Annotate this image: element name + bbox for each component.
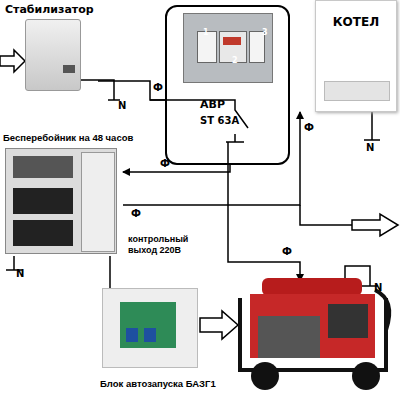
relay: [144, 328, 156, 342]
wire-label: 3: [262, 28, 268, 37]
wire-label: N: [374, 282, 382, 293]
wire-label: N: [16, 268, 24, 279]
device-node: Блок автозапуска БАЗГ1: [98, 288, 206, 396]
ups-battery: [13, 220, 73, 246]
output-arrow: [352, 214, 398, 236]
ups-door: [81, 152, 115, 252]
device-label: КОТЕЛ: [316, 15, 396, 29]
edge-label: Ф: [153, 82, 163, 93]
device-label: ST 63A: [200, 115, 239, 126]
edge-label: Ф: [160, 158, 170, 169]
neutral-wire: [80, 80, 120, 100]
wire-label: Ф: [282, 246, 292, 257]
phase-wire: [109, 256, 111, 288]
phase-wire: [123, 165, 230, 172]
generator-engine: [258, 316, 320, 358]
relay-screen: [223, 37, 241, 45]
ups-inverter: [13, 156, 73, 178]
device-display: [63, 65, 75, 73]
device-node: Бесперебойник на 48 часов: [3, 132, 123, 256]
generator-wire: [228, 142, 300, 276]
input-arrow: [0, 50, 25, 72]
ups-battery: [13, 188, 73, 214]
stabilizer-device: [25, 19, 81, 91]
wire-label: 1: [203, 28, 209, 37]
wire-label: N: [366, 142, 374, 153]
output-wire: [300, 205, 352, 225]
device-label: АВР: [200, 98, 225, 111]
boiler-panel: [324, 81, 390, 101]
control-arrow: [200, 311, 238, 339]
phase-wire: [98, 81, 165, 100]
device-label: Блок автозапуска БАЗГ1: [100, 378, 216, 389]
device-node: АВР ST 63A: [165, 5, 290, 165]
device-label: Бесперебойник на 48 часов: [3, 132, 133, 143]
phase-wire: [123, 112, 300, 205]
wire-label: 2: [232, 56, 238, 65]
generator-wheel: [251, 362, 279, 390]
device-label: Стабилизатор: [5, 3, 94, 16]
wire-label: контрольный выход 220В: [128, 234, 208, 256]
generator-panel: [328, 304, 368, 338]
fuel-tank: [262, 278, 362, 296]
neutral-wire: [6, 256, 22, 270]
edge-label: Ф: [304, 122, 314, 133]
generator-wheel: [352, 362, 380, 390]
relay: [126, 328, 138, 342]
wire-label: N: [118, 100, 126, 111]
device-node: Стабилизатор: [3, 3, 98, 93]
wire-label: Ф: [131, 208, 141, 219]
generator-frame: [240, 290, 389, 370]
device-node: КОТЕЛ: [315, 0, 397, 112]
neutral-wire: [364, 112, 380, 140]
generator-body: [250, 294, 375, 358]
